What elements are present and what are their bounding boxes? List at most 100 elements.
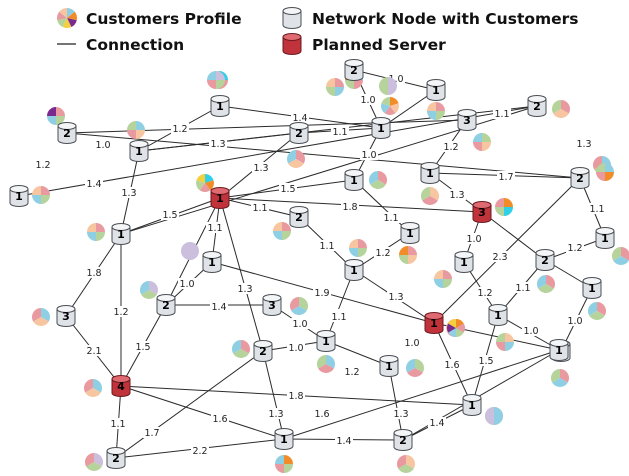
- network-node-top: [253, 340, 273, 348]
- edge-label-background: [428, 417, 446, 428]
- customer-profile-pie-slice: [56, 107, 65, 116]
- customer-profile-pie: [434, 270, 452, 288]
- connection-line: [115, 350, 264, 459]
- edge-label-background: [206, 222, 224, 233]
- edge-weight-label: 1.5: [478, 356, 493, 367]
- edge-weight-label: 1.2: [35, 160, 50, 171]
- customer-profile-pie-slice: [207, 71, 216, 80]
- node-customer-count: 2: [541, 254, 549, 267]
- customer-profile-pie-slice: [381, 97, 390, 106]
- customer-profile-pie-slice: [596, 172, 605, 181]
- legend-pie-chart-icon-slice: [67, 11, 78, 21]
- network-node-top: [289, 206, 309, 214]
- edge-label-background: [236, 283, 254, 294]
- edge-weight-label: 1.2: [443, 142, 458, 153]
- customer-profile-pie-slice: [241, 340, 250, 354]
- network-node-body: [393, 433, 413, 451]
- edge-label-background: [465, 233, 483, 244]
- node-customer-count: 1: [588, 282, 596, 295]
- network-node-top: [316, 330, 336, 338]
- customer-profile-pie-slice: [537, 275, 546, 289]
- edge-weight-label: 1.0: [179, 279, 194, 290]
- network-node-body: [129, 144, 149, 162]
- customer-profile-pie: [196, 174, 214, 192]
- legend-server-cylinder-icon: [282, 33, 302, 55]
- connection-line: [325, 340, 390, 367]
- customer-profile-pie-slice: [422, 196, 438, 205]
- customer-profile-pie: [290, 297, 308, 315]
- node-customer-count: 1: [555, 344, 563, 357]
- edge-weight-label: 1.0: [567, 316, 582, 327]
- network-node-top: [457, 109, 477, 117]
- network-node-body: [289, 126, 309, 144]
- edge-label-background: [291, 318, 309, 329]
- legend: Customers Profile Network Node with Cust…: [56, 7, 579, 55]
- planned-server-node-body: [210, 191, 230, 209]
- edge-label-background: [387, 73, 405, 84]
- network-node: [462, 394, 482, 416]
- network-node-top: [462, 394, 482, 402]
- customer-profile-pie-slice: [326, 87, 335, 96]
- edge-label-background: [403, 337, 421, 348]
- edge-weight-label: 2.2: [192, 446, 207, 457]
- network-node-body: [488, 308, 508, 326]
- customer-profile-pie-slice: [318, 364, 334, 373]
- customer-profile-pie-slice: [216, 71, 225, 80]
- edge-weight-label: 1.0: [360, 95, 375, 106]
- customer-profile-pie: [421, 187, 439, 205]
- edge-weight-label: 1.0: [292, 319, 307, 330]
- network-node-body: [570, 171, 590, 189]
- customer-profile-pie-slice: [290, 297, 299, 311]
- network-node-top: [56, 305, 76, 313]
- edge-label-background: [493, 108, 511, 119]
- edge-label-background: [491, 251, 509, 262]
- network-node-body: [549, 343, 569, 361]
- edge-weight-label: 1.2: [567, 243, 582, 254]
- edge-label-background: [497, 171, 515, 182]
- legend-cylinder-icon-body: [282, 11, 302, 29]
- network-node-top: [344, 59, 364, 67]
- network-node-body: [371, 121, 391, 139]
- network-node-body: [379, 359, 399, 377]
- legend-pie-chart-icon: [56, 8, 78, 29]
- network-node-body: [262, 298, 282, 316]
- edge-weight-label: 1.7: [498, 172, 513, 183]
- connection-line: [353, 179, 411, 234]
- edge-label-background: [34, 159, 52, 170]
- network-node-top: [210, 95, 230, 103]
- network-node-body: [106, 451, 126, 469]
- customer-profile-pie: [379, 77, 397, 95]
- customer-profile-pie-slice: [605, 163, 614, 172]
- network-node-top: [371, 117, 391, 125]
- node-customer-count: 1: [216, 192, 224, 205]
- customer-profile-pie-slice: [605, 172, 614, 181]
- customer-profile-pie-slice: [136, 121, 145, 130]
- network-node: [202, 251, 222, 273]
- edge-weight-label: 1.1: [494, 109, 509, 120]
- customer-profile-pie-slice: [47, 107, 56, 116]
- network-node-top: [202, 251, 222, 259]
- node-customer-count: 1: [208, 256, 216, 269]
- customer-profile-pie-slice: [282, 222, 291, 231]
- edge-weight-label: 1.8: [86, 268, 101, 279]
- connection-line: [219, 197, 264, 352]
- edge-weight-label: 1.2: [344, 367, 359, 378]
- edge-weight-label: 1.6: [212, 414, 227, 425]
- customer-profile-pie-slice: [287, 150, 296, 164]
- customer-profile-pie-slice: [448, 319, 456, 328]
- legend-cylinder-icon: [282, 7, 302, 29]
- customer-profile-pie-slice: [358, 239, 367, 248]
- planned-server-node: [424, 312, 444, 334]
- customer-profile-pie-slice: [505, 342, 514, 351]
- network-node-top: [400, 222, 420, 230]
- customer-profile-pie-slice: [93, 379, 102, 393]
- edge-label-background: [209, 138, 227, 149]
- customer-profile-pie-slice: [390, 97, 399, 106]
- customer-profile-pie-slice: [205, 180, 214, 191]
- node-customer-count: 1: [601, 232, 609, 245]
- network-node-top: [344, 259, 364, 267]
- customer-profile-pie: [496, 333, 514, 351]
- network-node-top: [344, 169, 364, 177]
- customer-profile-pie-slice: [496, 342, 505, 351]
